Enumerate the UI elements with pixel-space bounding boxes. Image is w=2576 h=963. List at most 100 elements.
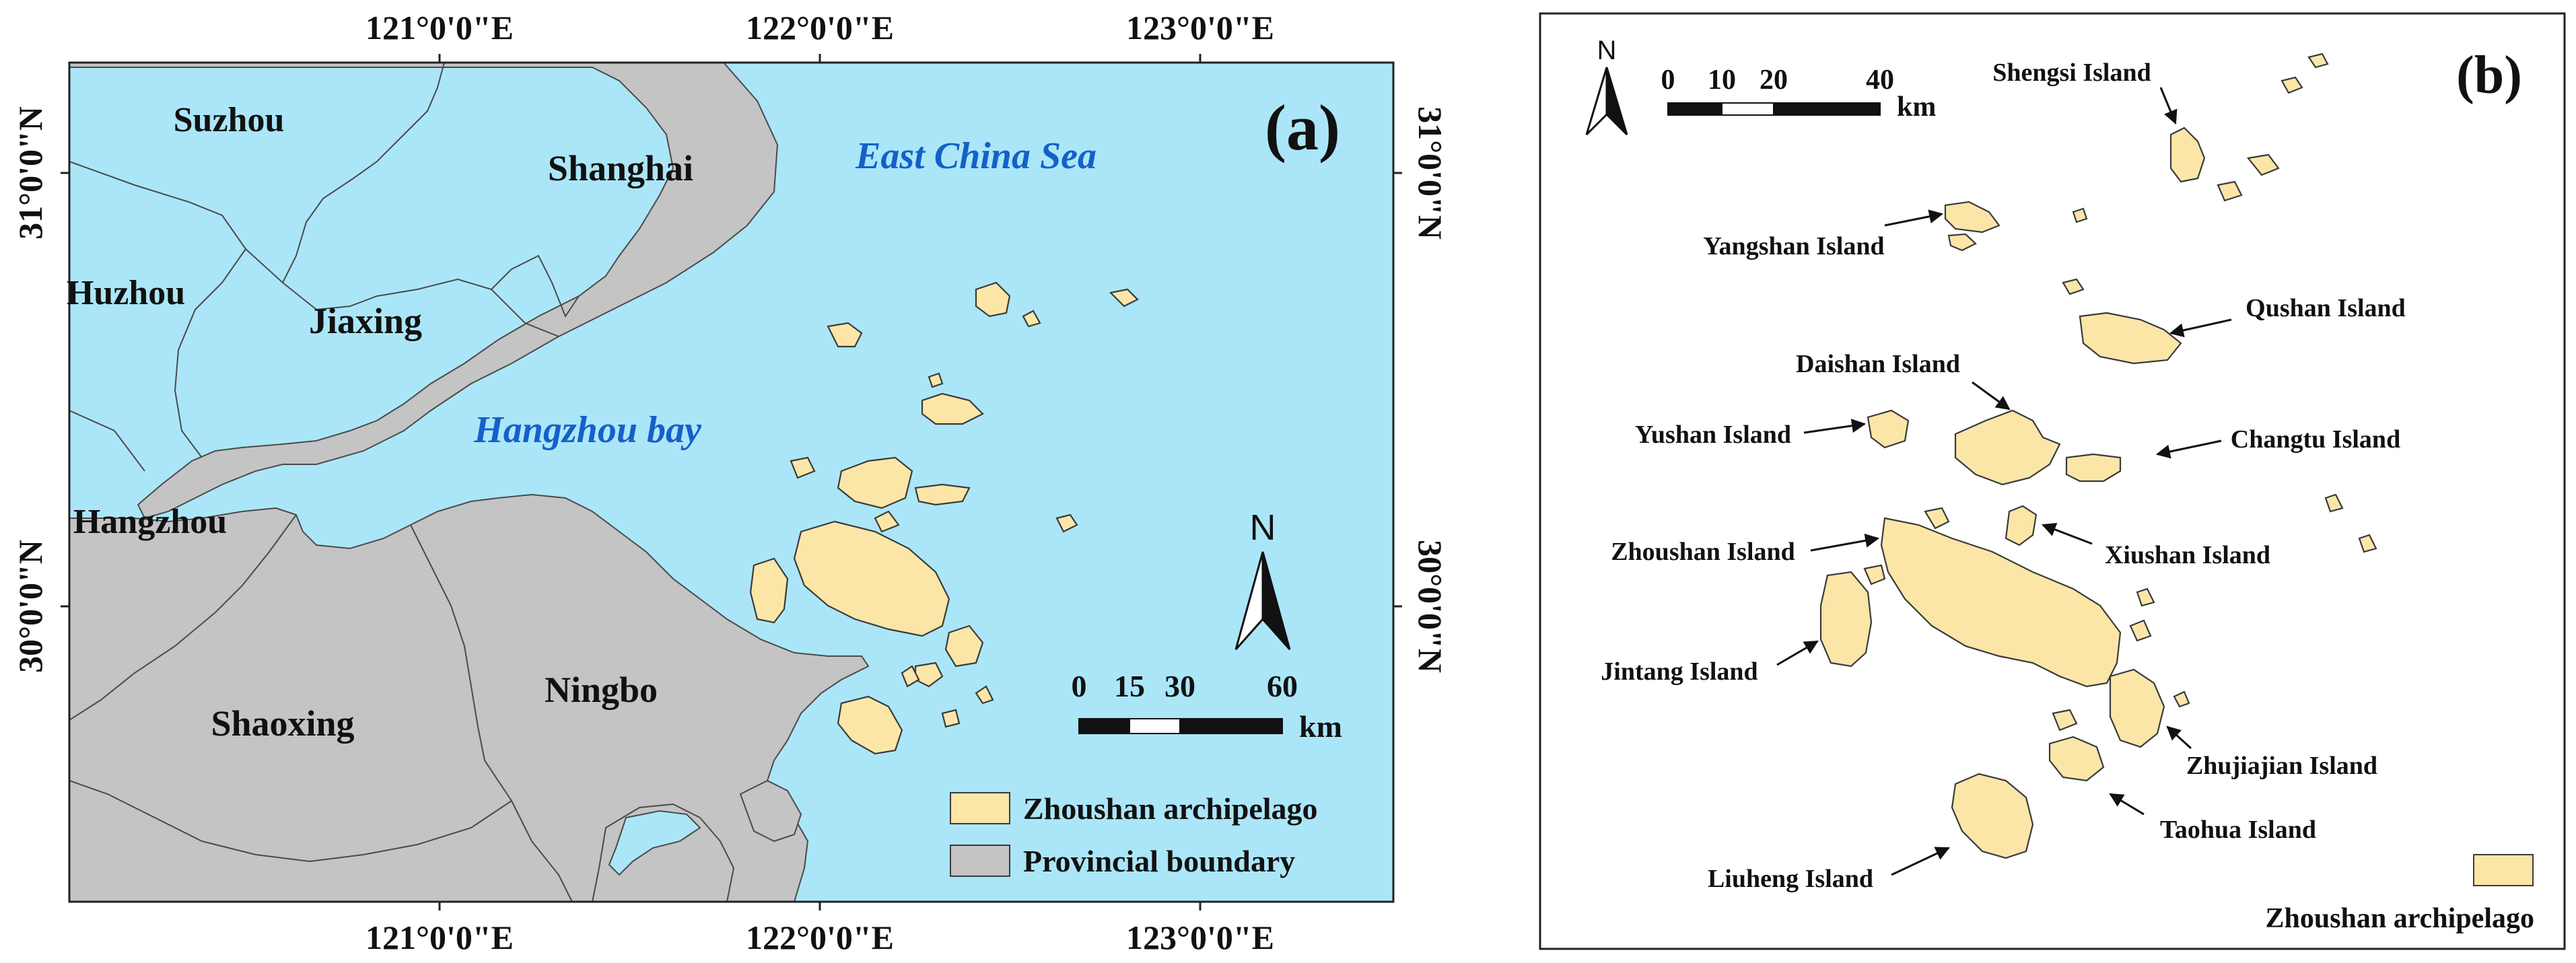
island-yangshan-a [827,322,863,348]
panel-a-frame [68,61,1395,903]
island-small-a9 [928,372,944,388]
island-small-b11 [2062,278,2085,295]
panel-a-legend: Zhoushan archipelago Provincial boundary [950,791,1318,878]
island-daishan-a [837,456,913,509]
label-changtu: Changtu Island [2231,425,2400,454]
scale-b-seg-2 [1721,102,1774,116]
legend-swatch-archipelago-a [950,792,1010,824]
island-small-b14 [2173,690,2190,708]
island-small-b12 [2072,207,2088,223]
island-changtu-b [2065,453,2122,483]
island-zhujiajian-a [944,625,984,668]
island-shengsi-a [975,281,1011,318]
island-shengsi-b [2169,127,2206,183]
panel-b-labels [1776,87,2232,876]
scale-a-seg-1 [1078,718,1130,734]
boundary-shanghai-jiaxing [491,254,580,318]
right-lat-31: 31°0'0"N [1412,106,1449,240]
ningbo-peninsula [739,779,802,843]
scale-b-tick-40: 40 [1866,65,1894,96]
leader-shengsi [2159,87,2178,124]
leader-yushan [1803,419,1867,434]
label-hangzhou-bay: Hangzhou bay [473,409,702,451]
label-jintang: Jintang Island [1601,657,1757,686]
panel-b-legend: Zhoushan archipelago [2265,854,2534,934]
island-liuheng-b [1951,773,2034,859]
island-small-a3 [1109,288,1139,308]
north-arrow-right-a [1261,551,1291,650]
panel-b-north-arrow: N [1585,36,1628,136]
north-arrow-letter-b: N [1597,36,1617,65]
island-small-a7 [1055,513,1078,533]
city-ningbo: Ningbo [545,670,658,710]
island-zhoushan-b [1880,517,2122,688]
island-small-a6 [975,685,994,705]
boundary-huzhou-jiaxing [174,248,246,458]
panel-b: (b) N 0 10 20 40 km [1539,12,2566,950]
label-qushan: Qushan Island [2246,294,2406,322]
boundary-suzhou-jiaxing [69,161,559,337]
island-yushan-b [1867,409,1910,449]
panel-b-archipelago [1819,52,2377,859]
island-small-b2 [1863,564,1886,585]
panel-a-map-body [69,63,1393,902]
island-qushan-b [2079,312,2182,365]
legend-label-archipelago-a: Zhoushan archipelago [1023,791,1318,826]
left-lat-31: 31°0'0"N [11,106,49,240]
city-jiaxing: Jiaxing [309,301,422,341]
scale-b-tick-10: 10 [1708,65,1736,96]
city-shaoxing: Shaoxing [211,703,354,744]
city-hangzhou: Hangzhou [73,503,227,541]
right-lat-30: 30°0'0"N [1412,540,1449,673]
legend-swatch-archipelago-b [2473,854,2534,886]
leader-jintang [1776,640,1819,666]
city-suzhou: Suzhou [174,101,285,139]
scale-b-tick-20: 20 [1760,65,1788,96]
island-small-b8 [2217,180,2243,202]
scale-b-seg-3 [1773,102,1881,116]
panel-a-label: (a) [1265,92,1340,164]
scale-b-tick-0: 0 [1661,65,1675,96]
island-small-b9 [2324,493,2344,513]
leader-changtu [2155,439,2222,459]
island-yangshan-b2 [1947,233,1977,252]
island-small-b10 [2358,534,2377,553]
leader-zhoushan [1810,534,1880,552]
island-small-b6 [2281,76,2303,94]
island-small-a5 [901,665,920,688]
panel-b-scale-bar: 0 10 20 40 km [1661,65,1937,122]
label-east-china-sea: East China Sea [855,135,1096,177]
scale-b-seg-1 [1667,102,1722,116]
panel-b-frame [1539,12,2566,950]
island-liuheng-a [837,695,903,755]
leader-zhujiajian [2166,725,2192,750]
north-landmass [69,63,779,520]
boundary-shaoxing-south [69,780,512,863]
label-xiushan: Xiushan Island [2105,541,2270,569]
island-small-a4 [1022,310,1041,328]
city-huzhou: Huzhou [67,274,185,312]
scale-a-tick-15: 15 [1114,669,1145,703]
scale-a-tick-60: 60 [1267,669,1298,703]
panel-b-label: (b) [2456,46,2522,105]
panel-a-ticks [61,54,1402,911]
island-small-b4 [2052,709,2078,732]
label-zhoushan: Zhoushan Island [1611,538,1795,566]
scale-a-seg-3 [1179,718,1283,734]
top-lon-123: 123°0'0"E [1126,9,1274,46]
panel-a-scale-bar: 0 15 30 60 km [1072,669,1342,744]
legend-label-boundary: Provincial boundary [1023,844,1295,878]
label-zhujiajian: Zhujiajian Island [2186,752,2377,780]
island-small-a2 [874,510,900,533]
island-jintang-b [1819,571,1873,668]
island-zhoushan-a [793,520,950,637]
panel-a-north-arrow: N [1234,507,1291,650]
leader-taohua [2109,793,2145,816]
island-daishan-b [1954,409,2061,486]
island-small-b13 [2136,587,2155,607]
bottom-lon-121: 121°0'0"E [365,919,514,956]
scale-b-unit: km [1897,92,1936,122]
island-small-b1 [1924,507,1950,530]
island-small-b3 [2129,619,2152,642]
